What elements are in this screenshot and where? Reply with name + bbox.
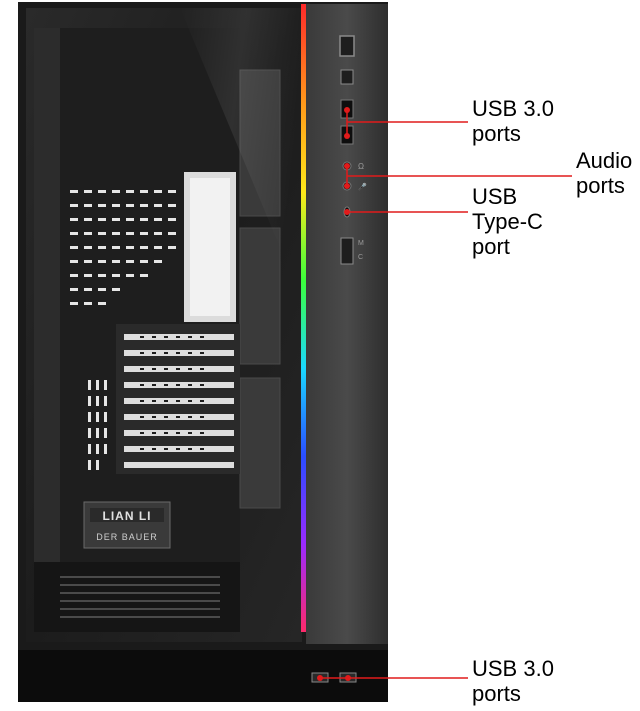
- vent-holes-top: [70, 190, 176, 305]
- callout-text: USB 3.0: [472, 96, 554, 121]
- badge-subtitle-text: DER BAUER: [96, 532, 158, 542]
- audio-label-headphone: Ω: [358, 162, 364, 171]
- callout-text: ports: [472, 121, 521, 146]
- audio-label-mic: 🎤: [358, 182, 367, 191]
- callout-usb-3-ports-bottom: USB 3.0 ports: [472, 656, 554, 706]
- callout-audio-ports: Audio ports: [576, 148, 632, 198]
- callout-dots: [317, 107, 351, 681]
- psu-shroud: [34, 562, 240, 632]
- mode-switch: [340, 237, 354, 265]
- callout-text: ports: [576, 173, 625, 198]
- vent-holes-side: [88, 380, 107, 470]
- callout-text: USB: [472, 184, 518, 209]
- badge-brand-text: LIAN LI: [102, 509, 152, 523]
- psu-shroud-mesh: [60, 576, 220, 618]
- callout-lines: [318, 110, 572, 679]
- switch-label-c: C: [358, 254, 363, 261]
- callout-text: Audio: [576, 148, 633, 173]
- callout-usb-3-ports-top: USB 3.0 ports: [472, 96, 554, 146]
- rgb-strip: [301, 4, 306, 632]
- callout-text: USB 3.0: [472, 656, 554, 681]
- callout-text: ports: [472, 681, 521, 706]
- switch-label-m: M: [358, 240, 364, 247]
- power-button: [339, 35, 355, 57]
- case-base: [18, 650, 388, 702]
- callout-usb-type-c-port: USB Type-C port: [472, 184, 543, 259]
- callout-text: port: [472, 234, 510, 259]
- reset-button: [340, 69, 354, 85]
- expansion-slots: [116, 324, 240, 474]
- callout-text: Type-C: [472, 209, 543, 234]
